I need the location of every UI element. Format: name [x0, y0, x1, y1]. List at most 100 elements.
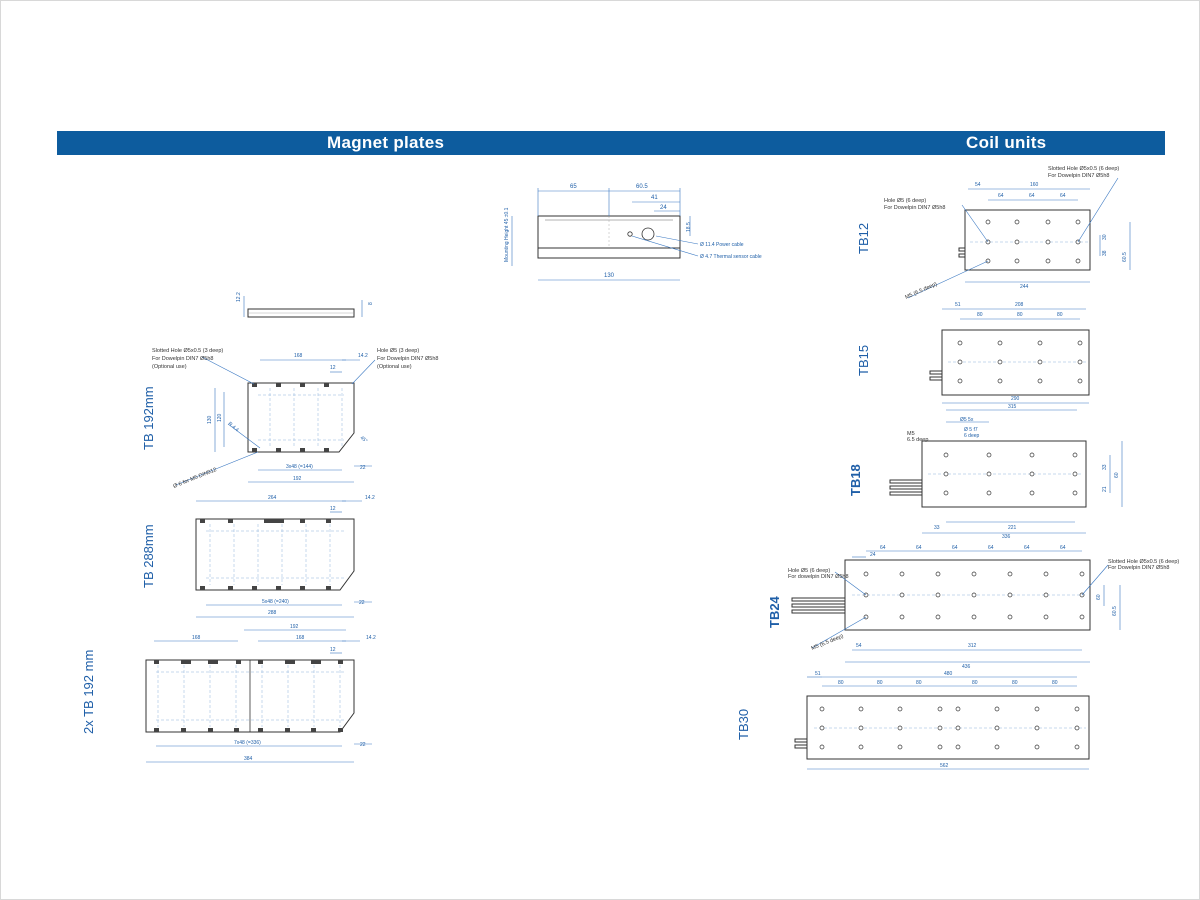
tb192-dim: 168 [294, 353, 303, 359]
tb2x192-dim: 7x48 (=336) [234, 740, 261, 746]
tb12-dim: 64 [1029, 193, 1035, 199]
tb24-note: For dowelpin DIN7 Ø5h8 [788, 574, 849, 580]
tb18-dim: 21 [1102, 486, 1108, 492]
tb192-dim: 45° [359, 435, 369, 444]
tb12-dim: 64 [1060, 193, 1066, 199]
tb18-dim: 221 [1008, 525, 1017, 531]
tb24-dim: 64 [880, 545, 886, 551]
tb192-dim: 130 [207, 415, 213, 424]
tb192-dim: 12 [330, 365, 336, 371]
tb24-dim: 436 [962, 664, 971, 670]
profile-drawing: 65 60.5 41 24 130 Mounting Height 45 ±0.… [504, 184, 762, 281]
tb2x192-dim: 384 [244, 756, 253, 762]
tb12-label: TB12 [856, 223, 871, 254]
sensor-cable-label: Ø 4.7 Thermal sensor cable [700, 254, 762, 260]
profile-dim: 60.5 [636, 184, 648, 190]
tb24-dim: 64 [916, 545, 922, 551]
tb192-screw-note: Ø 6 for M5 DIN912 [173, 467, 218, 490]
tb192-dim: 14.2 [358, 353, 368, 359]
tb30-dim: 562 [940, 763, 949, 769]
tb15-dim: 80 [977, 312, 983, 318]
tb18-dim: 33 [1102, 464, 1108, 470]
profile-dim: 24 [660, 205, 667, 211]
tb288-dim: 288 [268, 610, 277, 616]
tb12-dim: 38 [1102, 250, 1108, 256]
thin-plate-dim: 8 [368, 302, 374, 305]
tb2x192-dim: 12 [330, 647, 336, 653]
tb288-drawing: 264 14.2 12 5x48 (=240) 22 288 TB 288mm [141, 495, 375, 618]
tb24-note: Slotted Hole Ø5x0.5 (6 deep) [1108, 559, 1179, 565]
tb288-label: TB 288mm [141, 524, 156, 588]
tb15-dim: 51 [955, 302, 961, 308]
tb18-dim: Ø 5 f7 [964, 427, 978, 433]
tb15-dim: 80 [1017, 312, 1023, 318]
tb288-dim: 5x48 (=240) [262, 599, 289, 605]
tb30-drawing: 51 480 80 80 80 80 80 80 562 TB30 [736, 671, 1090, 770]
tb24-label: TB24 [767, 595, 782, 628]
tb288-dim: 264 [268, 495, 277, 501]
tb18-dim: 315 [1008, 404, 1017, 410]
tb30-dim: 51 [815, 671, 821, 677]
tb18-note: 6.5 deep [907, 437, 928, 443]
tb15-label: TB15 [856, 345, 871, 376]
tb12-note: M5 (6.5 deep) [904, 281, 938, 300]
tb15-dim: 80 [1057, 312, 1063, 318]
tb18-dim: 6 deep [964, 433, 980, 439]
tb192-note-right: Hole Ø5 (3 deep) [377, 348, 419, 354]
tb2x192-dim: 168 [192, 635, 201, 641]
mounting-height-label: Mounting Height 45 ±0.1 [504, 207, 510, 262]
tb192-dim: 120 [217, 413, 223, 422]
tb18-dim: 336 [1002, 534, 1011, 540]
tb30-dim: 80 [916, 680, 922, 686]
tb2x192-dim: 14.2 [366, 635, 376, 641]
tb2x192-dim: 168 [296, 635, 305, 641]
tb24-note: M5 (6.5 deep) [811, 633, 845, 651]
tb30-dim: 80 [972, 680, 978, 686]
tb192-note-left: Slotted Hole Ø5x0.5 (3 deep) [152, 348, 223, 354]
tb24-dim: 64 [988, 545, 994, 551]
tb192-note-right: (Optional use) [377, 364, 412, 370]
tb288-dim: 22 [359, 600, 365, 606]
tb18-drawing: 315 Ø5 5x Ø 5 f7 6 deep 336 33 60 21 M5 … [848, 404, 1123, 540]
tb2x192-label: 2x TB 192 mm [81, 650, 96, 734]
tb12-note: For Dowelpin DIN7 Ø5h8 [884, 205, 945, 211]
tb30-label: TB30 [736, 709, 751, 740]
tb24-dim: 54 [856, 643, 862, 649]
tb30-dim: 80 [838, 680, 844, 686]
tb192-drawing: 168 14.2 12 130 120 R 4.4 45° 3x48 (=144… [141, 348, 438, 490]
profile-dim: 130 [604, 273, 615, 279]
thin-plate-dim: 12.2 [236, 292, 242, 302]
tb24-note: Hole Ø5 (6 deep) [788, 568, 830, 574]
profile-dim: 41 [651, 195, 658, 201]
power-cable-label: Ø 11.4 Power cable [700, 242, 744, 248]
tb288-dim: 14.2 [365, 495, 375, 501]
profile-dim: 65 [570, 184, 577, 190]
section-banner: Magnet plates Coil units [57, 131, 1165, 155]
tb18-label: TB18 [848, 464, 863, 496]
coil-units-heading: Coil units [966, 133, 1047, 152]
tb15-dim: 290 [1011, 396, 1020, 402]
tb24-note: For Dowelpin DIN7 Ø5h8 [1108, 565, 1169, 571]
tb192-note-left: For Dowelpin DIN7 Ø5h8 [152, 356, 213, 362]
tb192-dim: 22 [360, 465, 366, 471]
tb24-dim: 312 [968, 643, 977, 649]
tb2x192-dim: 22 [360, 742, 366, 748]
tb30-dim: 80 [1012, 680, 1018, 686]
tb12-dim: 54 [975, 182, 981, 188]
tb2x192-drawing: 192 168 168 14.2 12 7x48 (=336) 22 384 2… [81, 624, 376, 763]
tb288-dim: 12 [330, 506, 336, 512]
tb192-note-right: For Dowelpin DIN7 Ø5h8 [377, 356, 438, 362]
tb24-dim: 24 [870, 552, 876, 558]
tb24-dim: 60.5 [1112, 606, 1118, 616]
thin-plate-drawing: 12.2 8 [236, 292, 374, 318]
tb12-note: Hole Ø5 (6 deep) [884, 198, 926, 204]
tb12-dim: 244 [1020, 284, 1029, 290]
tb18-dim: 33 [934, 525, 940, 531]
tb18-note: M5 [907, 431, 915, 437]
tb12-dim: 160 [1030, 182, 1039, 188]
tb192-label: TB 192mm [141, 386, 156, 450]
tb30-dim: 80 [1052, 680, 1058, 686]
tb12-note: For Dowelpin DIN7 Ø5h8 [1048, 173, 1109, 179]
tb12-drawing: 54 160 64 64 64 244 30 38 60.5 Slotted H… [856, 166, 1131, 301]
